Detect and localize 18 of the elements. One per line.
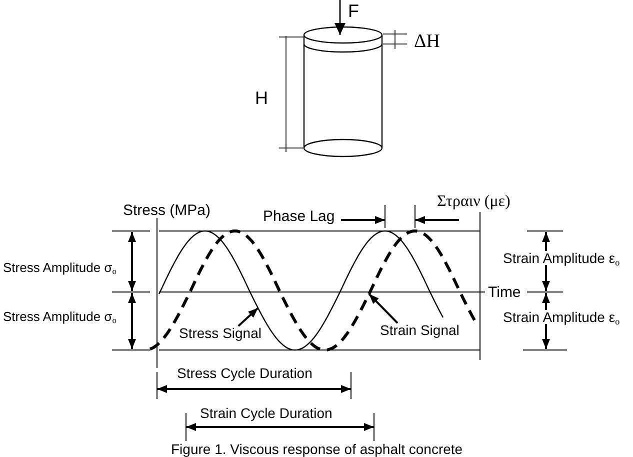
figure-caption: Figure 1. Viscous response of asphalt concrete [171, 442, 463, 456]
dimension-label: Stress Amplitude σ$_{o}$ [3, 310, 116, 322]
axis-label: Time [488, 284, 521, 300]
dimension-label: Stress Cycle Duration [177, 366, 312, 380]
dimension-label: Strain Amplitude ε$_{o}$ [503, 310, 620, 324]
dimension-label: Strain Cycle Duration [200, 406, 332, 420]
axis-label: Στραιν (με) [437, 194, 510, 210]
leader-line [368, 293, 398, 324]
leader-line [238, 307, 259, 327]
dimension-label: Strain Amplitude ε$_{o}$ [503, 251, 620, 265]
dimension-label: ΔH [414, 32, 440, 50]
dimension-label: Stress Amplitude σ$_{o}$ [3, 260, 116, 274]
callout-label: Strain Signal [380, 323, 460, 337]
callout-label: Stress Signal [179, 326, 262, 340]
dimension-label: Phase Lag [263, 208, 335, 224]
axis-label: Stress (MPa) [123, 202, 211, 218]
force-label: F [348, 2, 359, 20]
dimension-label: H [255, 89, 268, 107]
